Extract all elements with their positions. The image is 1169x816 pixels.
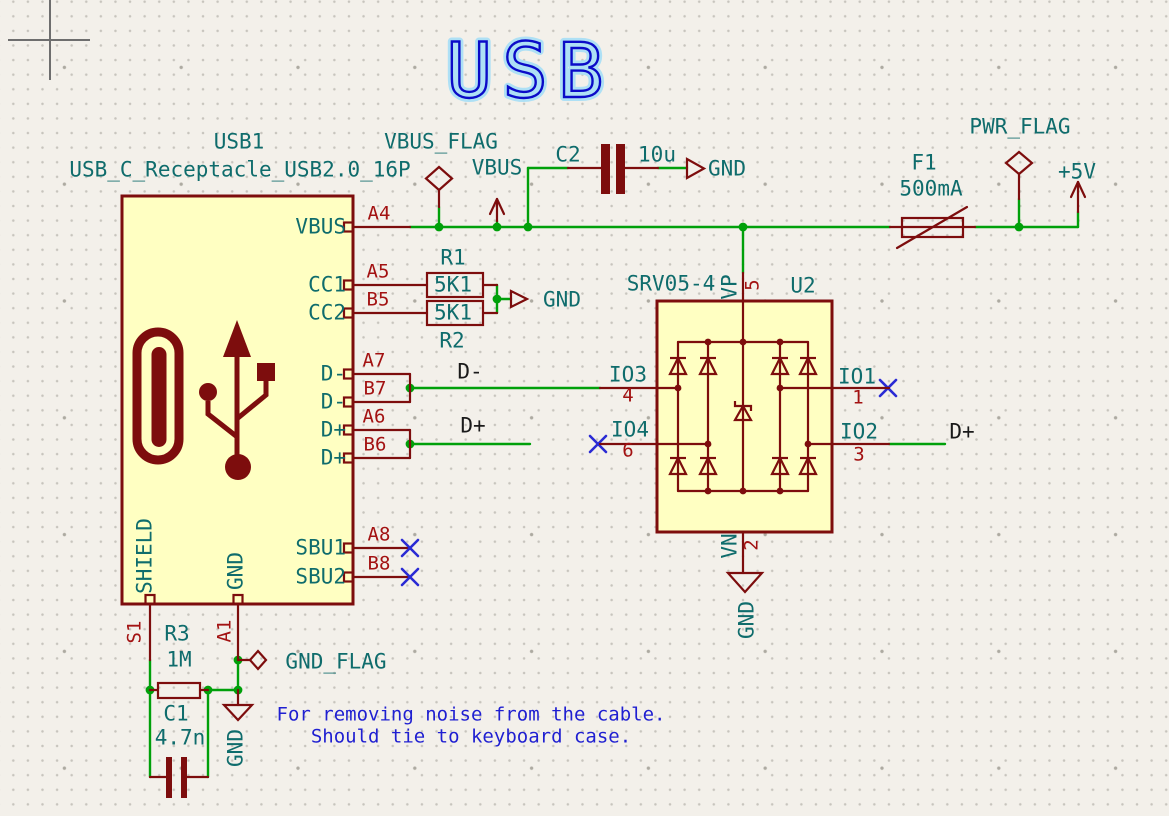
usb1-pin-number-a1: A1: [213, 619, 236, 643]
c2-value[interactable]: 10u: [638, 142, 676, 167]
u2-pin-name-vn: VN: [717, 533, 742, 559]
nc-io4-icon: [588, 434, 608, 454]
r2-reference[interactable]: R2: [439, 328, 465, 353]
u2-symbol[interactable]: [598, 271, 891, 575]
usb1-pin-number-a6: A6: [362, 405, 386, 428]
usb1-reference[interactable]: USB1: [213, 129, 265, 154]
u2-pin-number-6: 6: [622, 439, 634, 462]
nc-sbu2-icon: [400, 567, 420, 587]
pwr-flag-label[interactable]: PWR_FLAG: [969, 114, 1071, 139]
u2-diode-network: [655, 299, 834, 495]
title-text: USB: [446, 26, 613, 115]
c2-reference[interactable]: C2: [555, 142, 581, 167]
f1-reference[interactable]: F1: [911, 150, 937, 175]
usb1-pin-number-a8: A8: [367, 523, 391, 546]
usb1-pins[interactable]: [144, 221, 429, 662]
u2-value[interactable]: SRV05-4: [626, 271, 716, 296]
gnd-label-r1r2[interactable]: GND: [543, 287, 581, 312]
vbus-power-symbol[interactable]: [488, 197, 506, 223]
usb1-pin-name-dp-a: D+: [320, 417, 346, 442]
usb1-pin-number-b7: B7: [363, 377, 387, 400]
usb1-pin-name-vbus: VBUS: [295, 214, 346, 239]
usb1-pin-number-s1: S1: [123, 620, 146, 644]
vbus-power-label[interactable]: VBUS: [471, 155, 523, 180]
usb-trident-icon: [199, 320, 275, 480]
note-line-2[interactable]: Should tie to keyboard case.: [310, 725, 632, 748]
f1-symbol[interactable]: [888, 205, 977, 250]
f1-value[interactable]: 500mA: [899, 176, 963, 201]
c2-symbol[interactable]: [566, 144, 660, 194]
vbus-flag-label[interactable]: VBUS_FLAG: [384, 129, 498, 154]
usb1-pin-name-sbu2: SBU2: [295, 564, 346, 589]
nc-sbu1-icon: [400, 538, 420, 558]
net-label-d-plus-left[interactable]: D+: [460, 413, 486, 438]
gnd-flag-symbol[interactable]: [236, 649, 268, 671]
usb1-pin-name-cc2: CC2: [308, 300, 346, 325]
r1-value[interactable]: 5K1: [434, 272, 472, 297]
gnd-label-usb-shell[interactable]: GND: [223, 729, 248, 767]
usb1-pin-number-a7: A7: [362, 349, 386, 372]
usb1-pin-name-gnd: GND: [223, 552, 248, 590]
net-label-d-minus[interactable]: D-: [457, 359, 483, 384]
usb1-pin-name-dm-b: D-: [320, 389, 346, 414]
usb1-pin-name-shield: SHIELD: [132, 518, 157, 594]
r1-symbol[interactable]: [425, 271, 499, 299]
c1-symbol[interactable]: [148, 757, 210, 798]
u2-pin-number-5: 5: [741, 279, 764, 291]
usb-c-oval-icon: [132, 327, 184, 465]
usb1-pin-name-cc1: CC1: [308, 272, 346, 297]
gnd-symbol-u2[interactable]: [725, 571, 765, 594]
r2-value[interactable]: 5K1: [434, 300, 472, 325]
gnd-label-c2[interactable]: GND: [708, 156, 746, 181]
usb1-pin-number-b6: B6: [363, 433, 387, 456]
plus5v-label[interactable]: +5V: [1058, 159, 1096, 184]
r3-reference[interactable]: R3: [164, 621, 190, 646]
gnd-label-u2[interactable]: GND: [734, 601, 759, 639]
u2-pin-number-4: 4: [622, 384, 634, 407]
gnd-symbol-c2[interactable]: [685, 157, 707, 180]
u2-pin-number-3: 3: [853, 443, 865, 466]
u2-pin-number-1: 1: [852, 386, 864, 409]
c1-reference[interactable]: C1: [163, 701, 189, 726]
usb1-pin-number-a4: A4: [367, 202, 391, 225]
c1-value[interactable]: 4.7n: [154, 725, 206, 750]
usb1-pin-number-a5: A5: [366, 260, 390, 283]
usb1-pin-name-dp-b: D+: [320, 445, 346, 470]
r2-symbol[interactable]: [425, 299, 499, 327]
u2-pin-name-io1: IO1: [838, 364, 876, 389]
title-glow: USB: [446, 26, 613, 115]
origin-crosshair-icon: [8, 0, 90, 80]
u2-reference[interactable]: U2: [790, 273, 816, 298]
usb1-pin-name-dm-a: D-: [320, 361, 346, 386]
u2-pin-number-2: 2: [740, 539, 763, 551]
plus5v-power-symbol[interactable]: [1069, 180, 1087, 214]
note-line-1[interactable]: For removing noise from the cable.: [276, 703, 666, 726]
r3-value[interactable]: 1M: [166, 647, 192, 672]
gnd-flag-label[interactable]: GND_FLAG: [285, 649, 387, 674]
net-label-d-plus-right[interactable]: D+: [949, 419, 975, 444]
r1-reference[interactable]: R1: [440, 245, 466, 270]
u2-pin-name-io2: IO2: [840, 419, 878, 444]
usb1-pin-number-b8: B8: [367, 552, 391, 575]
gnd-symbol-r1r2[interactable]: [509, 289, 530, 309]
usb1-pin-number-b5: B5: [366, 288, 390, 311]
vbus-flag-symbol[interactable]: [424, 165, 454, 209]
gnd-symbol-usb-shell[interactable]: [221, 688, 255, 722]
usb1-value[interactable]: USB_C_Receptacle_USB2.0_16P: [69, 157, 411, 182]
pwr-flag-symbol[interactable]: [1004, 150, 1034, 201]
r3-symbol[interactable]: [148, 681, 210, 700]
u2-pin-name-io3: IO3: [609, 362, 647, 387]
usb1-pin-name-sbu1: SBU1: [295, 535, 346, 560]
u2-pin-name-vp: VP: [717, 274, 742, 300]
sheet-title[interactable]: USB USB: [442, 22, 613, 119]
usb1-symbol[interactable]: [120, 194, 429, 662]
u2-pin-name-io4: IO4: [611, 417, 649, 442]
